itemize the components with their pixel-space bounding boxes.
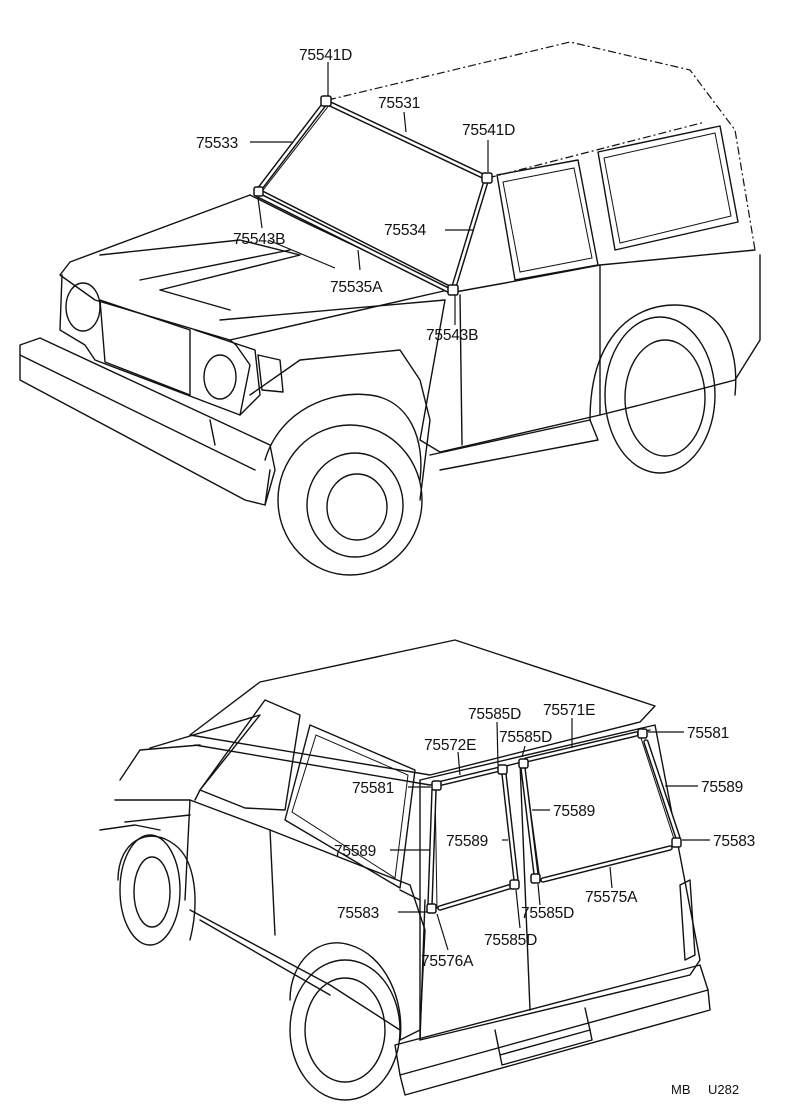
front-leader-lines	[250, 62, 489, 325]
label-75572e: 75572E	[424, 737, 476, 754]
label-75533: 75533	[196, 135, 238, 152]
label-75589-left: 75589	[334, 843, 376, 860]
label-75585d-low2: 75585D	[484, 932, 537, 949]
label-75581-right: 75581	[687, 725, 729, 742]
label-75583-right: 75583	[713, 833, 755, 850]
front-labels: 75541D 75531 75533 75541D 75543B 75534 7…	[196, 47, 515, 344]
rear-labels: 75585D 75571E 75572E 75585D 75581 75581 …	[334, 702, 755, 970]
label-75585d-low1: 75585D	[521, 905, 574, 922]
label-75531: 75531	[378, 95, 420, 112]
label-75585d-mid: 75585D	[499, 729, 552, 746]
label-75541d-right: 75541D	[462, 122, 515, 139]
rear-vehicle-drawing	[99, 639, 711, 1101]
label-75589-right-top: 75589	[701, 779, 743, 796]
label-75541d-top: 75541D	[299, 47, 352, 64]
windshield-clips	[253, 95, 493, 296]
front-vehicle-drawing	[19, 41, 761, 576]
label-75589-inner: 75589	[446, 833, 488, 850]
label-75589-center: 75589	[553, 803, 595, 820]
label-75543b-bottom: 75543B	[426, 327, 478, 344]
label-75534: 75534	[384, 222, 427, 239]
rear-leader-lines	[390, 718, 710, 951]
footer-code-left: MB	[671, 1082, 691, 1097]
windshield-seals	[255, 99, 490, 295]
label-75543b-left: 75543B	[233, 231, 285, 248]
rear-window-seals	[427, 731, 681, 911]
footer-code-right: U282	[708, 1082, 739, 1097]
label-75583-left: 75583	[337, 905, 379, 922]
diagram-footer: MB U282	[671, 1082, 739, 1097]
label-75576a: 75576A	[421, 953, 474, 970]
label-75575a: 75575A	[585, 889, 638, 906]
rear-window-clips	[426, 728, 682, 914]
label-75581-left: 75581	[352, 780, 394, 797]
label-75585d-top: 75585D	[468, 706, 521, 723]
label-75535a: 75535A	[330, 279, 383, 296]
label-75571e: 75571E	[543, 702, 595, 719]
